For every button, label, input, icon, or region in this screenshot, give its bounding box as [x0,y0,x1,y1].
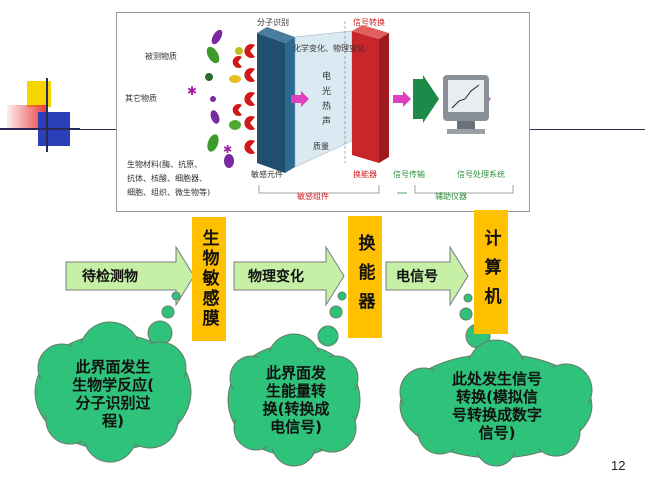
box-transducer-label: 换能器 [354,233,375,321]
cloud2-line3: 换(转换成 [262,400,330,418]
arrow-shape-2 [233,245,345,307]
box-bio-membrane: 生物敏感膜 [192,217,226,341]
cloud-shape-2 [227,291,361,467]
signal-transmission-label: 信号传输 [393,170,425,179]
arrow-shape-1 [65,245,195,307]
transducer-label: 换能器 [353,170,377,179]
svg-text:✱: ✱ [187,84,197,98]
page-number: 12 [611,458,626,473]
chem-phys-change-label: 化学变化、物理变化 [293,44,365,53]
auxiliary-instrument-label: 辅助仪器 [435,192,467,201]
sensitive-component-label: 敏感组件 [297,192,329,201]
cloud1-line3: 分子识别过 [75,394,151,412]
arrow-label-electric-signal: 电信号 [396,269,438,285]
cloud1-line1: 此界面发生 [75,358,151,376]
cloud-shape-3 [399,293,593,467]
box-transducer: 换能器 [348,216,382,338]
svg-text:✱: ✱ [223,143,232,156]
sensitive-element-label: 敏感元件 [251,170,283,179]
signal-types-label: 电光热声 [320,71,330,131]
signal-processing-label: 信号处理系统 [457,170,505,179]
arrow-label-analyte: 待检测物 [82,269,138,285]
biosensor-diagram: ✱ ✱ 分子识别 信号转换 化学变化、物理变化 被测物质 其它物质 生物材料(酶… [116,12,530,212]
arrow-shape-3 [385,245,469,307]
cloud2-line4: 电信号) [270,418,322,436]
cloud-text-1: 此界面发生 生物学反应( 分子识别过 程) [48,358,178,430]
box-computer: 计算机 [474,210,508,334]
cloud-text-2: 此界面发 生能量转 换(转换成 电信号) [244,364,348,436]
decorative-horizontal-line [0,128,80,130]
bio-materials-line2: 抗体、核酸、细胞器、 [127,174,207,183]
cloud1-line2: 生物学反应( [72,376,154,394]
arrow-label-physical-change: 物理变化 [248,269,304,285]
decorative-vertical-line [46,78,48,152]
cloud2-line2: 生能量转 [265,382,326,400]
cloud-shape-1 [34,291,192,463]
mass-label: 质量 [313,142,329,151]
cloud3-line1: 此处发生信号 [451,370,542,388]
cloud3-line4: 信号) [478,424,516,442]
cloud-text-3: 此处发生信号 转换(模拟信 号转换成数字 信号) [422,370,572,442]
box-computer-label: 计算机 [480,228,501,316]
box-bio-membrane-label: 生物敏感膜 [198,229,219,329]
target-substance-label: 被测物质 [145,52,177,61]
cloud3-line2: 转换(模拟信 [456,388,538,406]
cloud3-line3: 号转换成数字 [451,406,542,424]
bio-materials-line3: 细胞、组织、微生物等) [127,188,211,197]
signal-conversion-label: 信号转换 [353,18,385,27]
diagram-graphics: ✱ ✱ [187,21,514,194]
molecular-recognition-label: 分子识别 [257,18,289,27]
cloud2-line1: 此界面发 [265,364,326,382]
other-substance-label: 其它物质 [125,94,157,103]
cloud1-line4: 程) [102,412,124,430]
bio-materials-line1: 生物材料(酶、抗原、 [127,160,203,169]
